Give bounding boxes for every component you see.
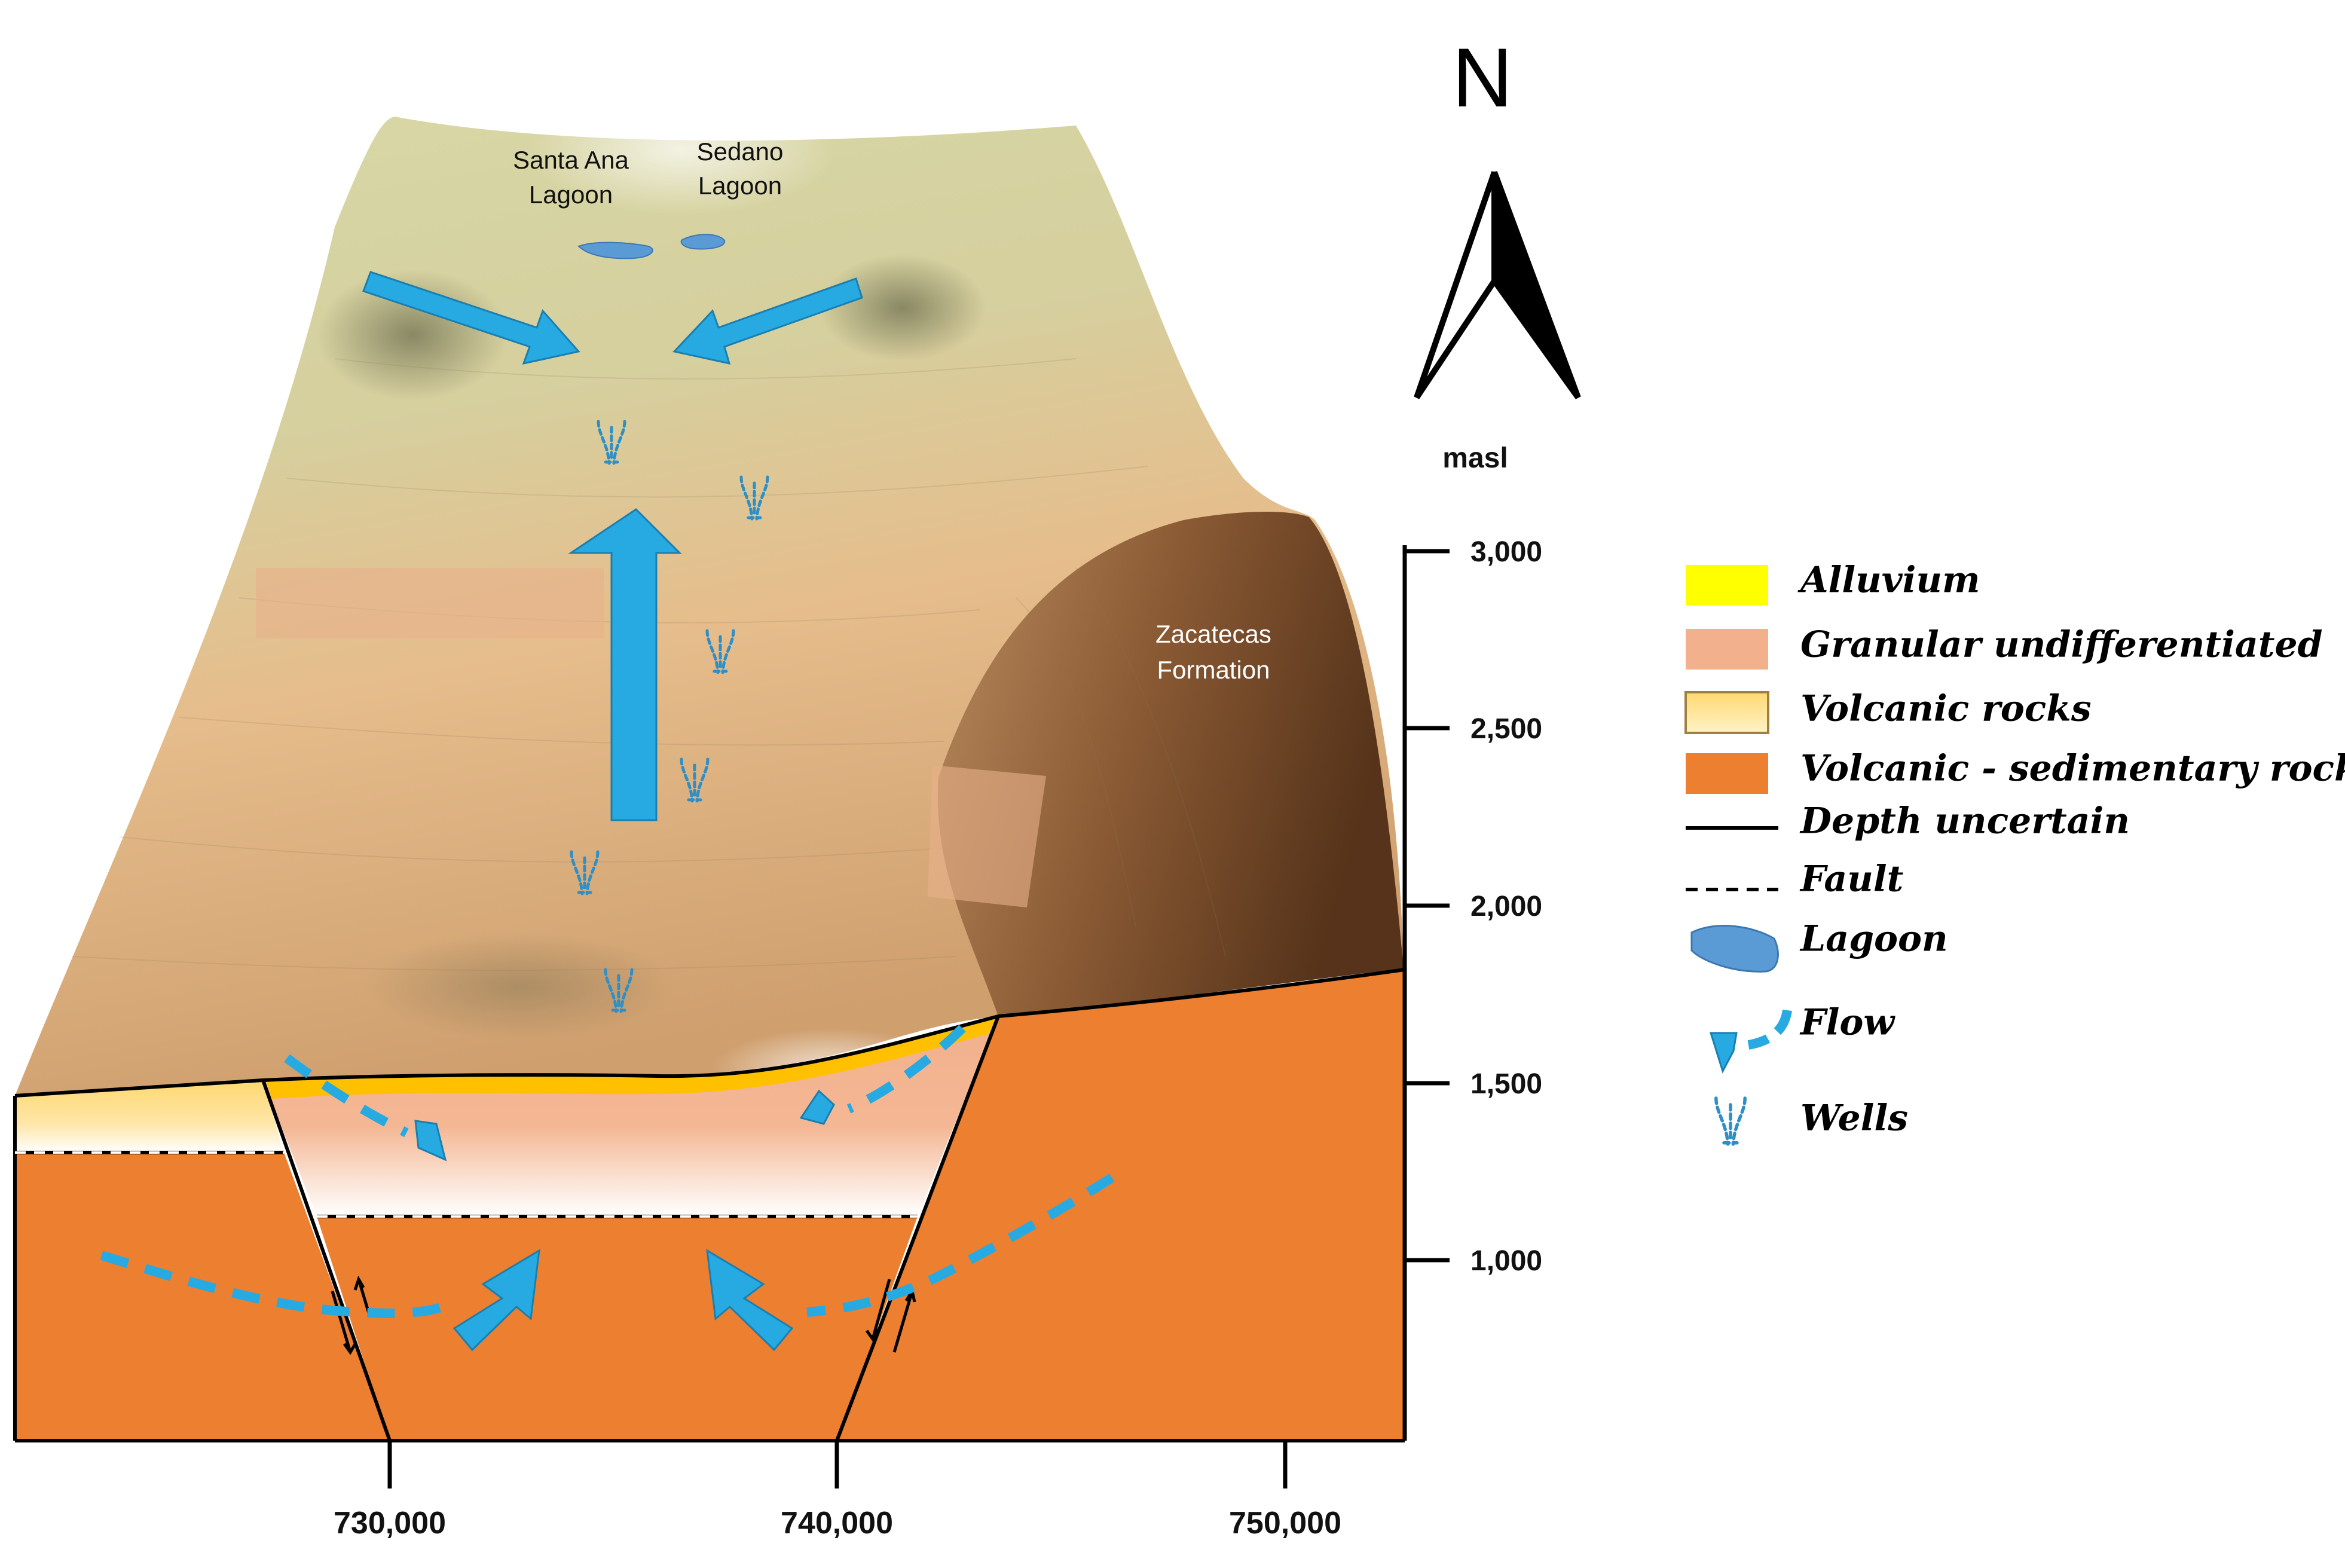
well-icon	[680, 757, 710, 803]
sedano-lagoon-shape	[680, 234, 726, 250]
granular-patch	[928, 765, 1046, 907]
elevation-tick-label: 1,000	[1470, 1245, 1542, 1277]
alluvium-strip	[266, 1016, 998, 1099]
north-arrow: N	[1414, 30, 1581, 399]
santa-ana-lagoon-shape	[577, 242, 653, 259]
legend-swatch-alluvium	[1686, 565, 1768, 606]
granular-patch	[256, 568, 604, 638]
terrain-shadow	[365, 933, 675, 1040]
legend-label-fault: Fault	[1799, 858, 1904, 900]
elevation-tick-label: 2,000	[1470, 891, 1542, 922]
flow-arrow-small	[799, 1089, 835, 1125]
flow-dashed-paths	[100, 1025, 1115, 1318]
sedimentary-block-right	[837, 970, 1405, 1441]
sedimentary-block-graben	[317, 1217, 918, 1441]
legend-label-flow: Flow	[1799, 1002, 1895, 1044]
fault-line-right	[835, 1015, 1000, 1442]
volcanic-rocks-layer-left	[15, 1080, 284, 1153]
easting-axis: 730,000 740,000 750,000	[334, 1441, 1341, 1541]
legend-swatch-volcanic	[1684, 691, 1769, 734]
elevation-tick-label: 1,500	[1470, 1068, 1542, 1100]
well-icon	[570, 850, 600, 895]
flow-arrow-surface-right	[672, 277, 863, 365]
easting-tick-label: 750,000	[1229, 1506, 1341, 1541]
flow-arrow-large-right	[706, 1249, 794, 1352]
zacatecas-formation-label: Formation	[1157, 656, 1270, 684]
elevation-tick-label: 3,000	[1470, 536, 1542, 568]
flow-arrow-small	[414, 1120, 447, 1162]
legend-label-granular: Granular undifferentiated	[1800, 624, 2323, 666]
elevation-unit-label: masl	[1442, 442, 1508, 474]
easting-tick-label: 740,000	[781, 1506, 893, 1541]
zacatecas-mountain	[937, 511, 1404, 1016]
north-arrow-icon	[1491, 171, 1581, 399]
north-label: N	[1452, 30, 1512, 124]
well-icon	[597, 420, 626, 465]
flow-arrow-surface-left	[362, 271, 580, 365]
well-icon	[604, 968, 634, 1013]
legend-swatch-granular	[1686, 629, 1768, 670]
fault-line-left	[261, 1080, 392, 1441]
santa-ana-lagoon-label: Lagoon	[529, 181, 613, 209]
lagoon-icon	[1690, 925, 1779, 973]
legend-label-depth-uncertain: Depth uncertain	[1799, 800, 2130, 842]
terrain-highlight	[526, 84, 837, 215]
legend-label-wells: Wells	[1800, 1098, 1908, 1139]
north-arrow-icon	[1414, 171, 1497, 399]
place-labels: Santa Ana Lagoon Sedano Lagoon Zacatecas…	[513, 137, 1271, 684]
legend-label-sedimentary: Volcanic - sedimentary rocks	[1800, 748, 2345, 790]
legend-label-volcanic: Volcanic rocks	[1800, 688, 2092, 730]
flow-arrow-large-left	[453, 1249, 540, 1352]
terrain-shadow	[819, 254, 986, 362]
elevation-ticks: 3,000 2,500 2,000 1,500 1,000	[1405, 536, 1542, 1277]
sedano-lagoon-label: Sedano	[697, 137, 784, 166]
well-icon	[705, 629, 735, 674]
legend-swatch-sedimentary	[1686, 753, 1768, 794]
flow-legend-dashes	[1747, 1009, 1792, 1050]
legend: Alluvium Granular undifferentiated Volca…	[1684, 560, 2345, 1146]
surface-features	[362, 234, 863, 821]
legend-label-lagoon: Lagoon	[1799, 918, 1948, 960]
fault-slip-arrows-right	[865, 1279, 916, 1353]
easting-tick-label: 730,000	[334, 1506, 446, 1541]
cross-section	[13, 968, 1407, 1442]
elevation-axis: masl 3,000 2,500 2,000 1,500 1,000	[1402, 442, 1542, 1441]
sedimentary-block-left	[15, 1153, 390, 1441]
flow-icon	[1709, 1032, 1738, 1074]
zacatecas-formation-label: Zacatecas	[1155, 620, 1271, 648]
legend-label-alluvium: Alluvium	[1797, 560, 1980, 601]
well-icon	[1714, 1096, 1747, 1146]
santa-ana-lagoon-label: Santa Ana	[513, 146, 629, 174]
sedano-lagoon-label: Lagoon	[698, 172, 782, 200]
elevation-tick-label: 2,500	[1470, 713, 1542, 745]
wells-icon	[1714, 1096, 1747, 1146]
flow-arrow-surface-up	[568, 508, 682, 821]
well-icon	[739, 475, 769, 521]
wells-layer	[570, 420, 769, 1013]
